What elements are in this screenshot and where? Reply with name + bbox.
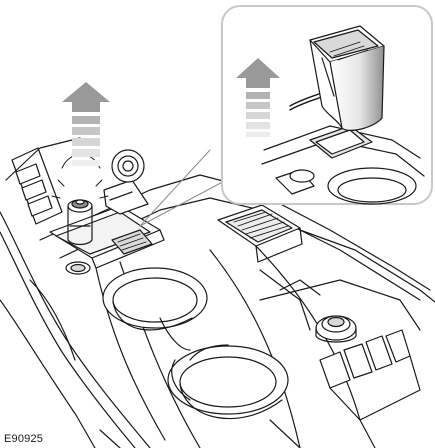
rotary-controller [315, 315, 357, 343]
arrow-up-icon [62, 82, 110, 166]
cupholder-front [102, 267, 208, 351]
rubber-tray [217, 204, 303, 263]
switch-strip [11, 147, 63, 225]
removable-bin [309, 25, 385, 131]
power-socket-cap [111, 149, 145, 183]
detail-inset [221, 5, 433, 205]
switch-bank [319, 329, 421, 421]
cigar-lighter [67, 199, 93, 246]
cupholder-rear [167, 344, 289, 420]
arrow-up-icon [236, 58, 280, 137]
power-socket [65, 261, 91, 275]
figure-reference-code: E90925 [4, 433, 44, 445]
